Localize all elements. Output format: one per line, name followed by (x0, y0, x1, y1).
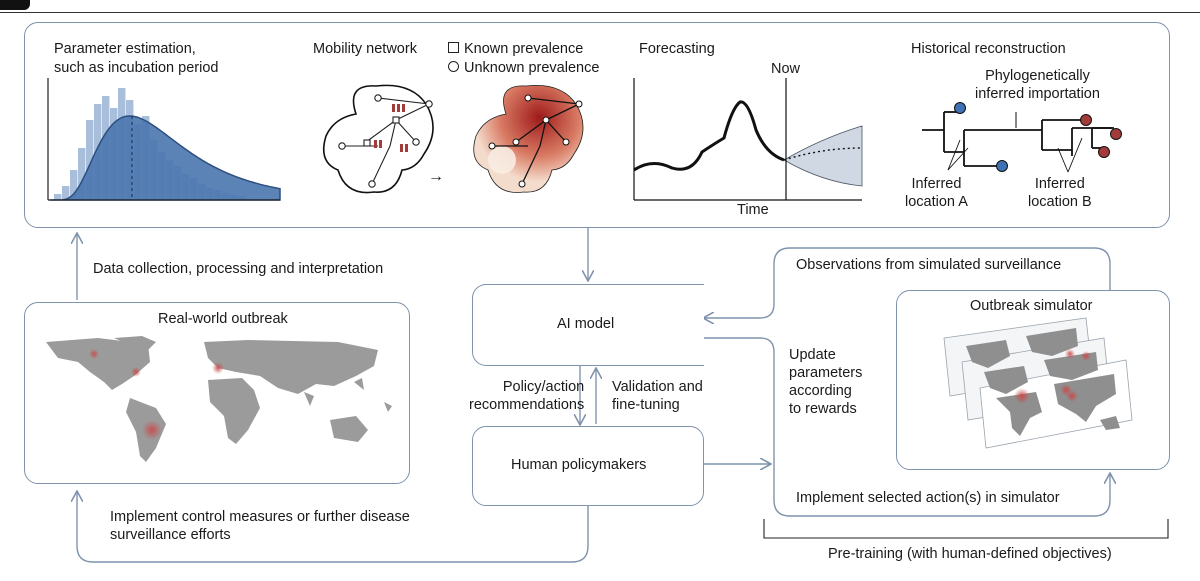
world-map (46, 336, 392, 462)
forecasting-title: Forecasting (639, 41, 715, 57)
parameter-title: Parameter estimation, such as incubation… (54, 41, 219, 76)
pretraining-bracket (763, 519, 1169, 539)
arrow-human-to-realworld (77, 492, 589, 563)
header-mark (0, 0, 30, 10)
update-parameters-label: Update parameters according to rewards (789, 347, 863, 417)
human-policymakers-box (472, 426, 704, 506)
location-b-label: Inferred location B (1028, 176, 1092, 210)
legend-unknown: Unknown prevalence (448, 59, 599, 77)
historical-title: Historical reconstruction (911, 41, 1066, 57)
forecast-now-label: Now (771, 61, 801, 77)
policy-label: Policy/action recommendations (469, 379, 585, 413)
observations-label: Observations from simulated surveillance (796, 257, 1062, 273)
mobility-title: Mobility network (313, 41, 417, 57)
histogram-bar (78, 148, 86, 200)
implement-sim-label: Implement selected action(s) in simulato… (796, 490, 1060, 506)
location-a-label: Inferred location A (905, 176, 968, 210)
stacked-maps (943, 317, 1133, 449)
forecast-time-label: Time (737, 202, 769, 218)
legend-known: Known prevalence (448, 40, 583, 58)
validation-label: Validation and fine-tuning (612, 379, 703, 413)
arrow-ai-to-sim (704, 337, 1110, 517)
arrow-right-icon: → (428, 168, 444, 185)
histogram-bar (86, 120, 94, 200)
incubation-histogram (47, 78, 281, 201)
histogram-bar (62, 186, 70, 200)
mobility-network-left (322, 84, 434, 194)
mobility-network-heat (473, 85, 584, 193)
square-marker-icon (448, 42, 459, 53)
histogram-bar (54, 194, 62, 200)
arrow-sim-to-ai (704, 247, 1111, 318)
phylo-label: Phylogenetically inferred importation (975, 68, 1100, 102)
human-policymakers-label: Human policymakers (511, 457, 647, 473)
forecast-plot (633, 78, 863, 201)
implement-control-label: Implement control measures or further di… (110, 509, 410, 543)
histogram-bar (70, 170, 78, 200)
phylogenetic-tree (922, 102, 1122, 173)
pretraining-label: Pre-training (with human-defined objecti… (828, 546, 1112, 562)
outbreak-simulator-title: Outbreak simulator (970, 298, 1093, 314)
real-world-title: Real-world outbreak (158, 311, 288, 327)
header-rule (0, 12, 1200, 13)
ai-model-box (472, 284, 704, 366)
circle-marker-icon (448, 61, 459, 72)
data-collection-label: Data collection, processing and interpre… (93, 261, 384, 277)
ai-model-label: AI model (557, 316, 615, 332)
